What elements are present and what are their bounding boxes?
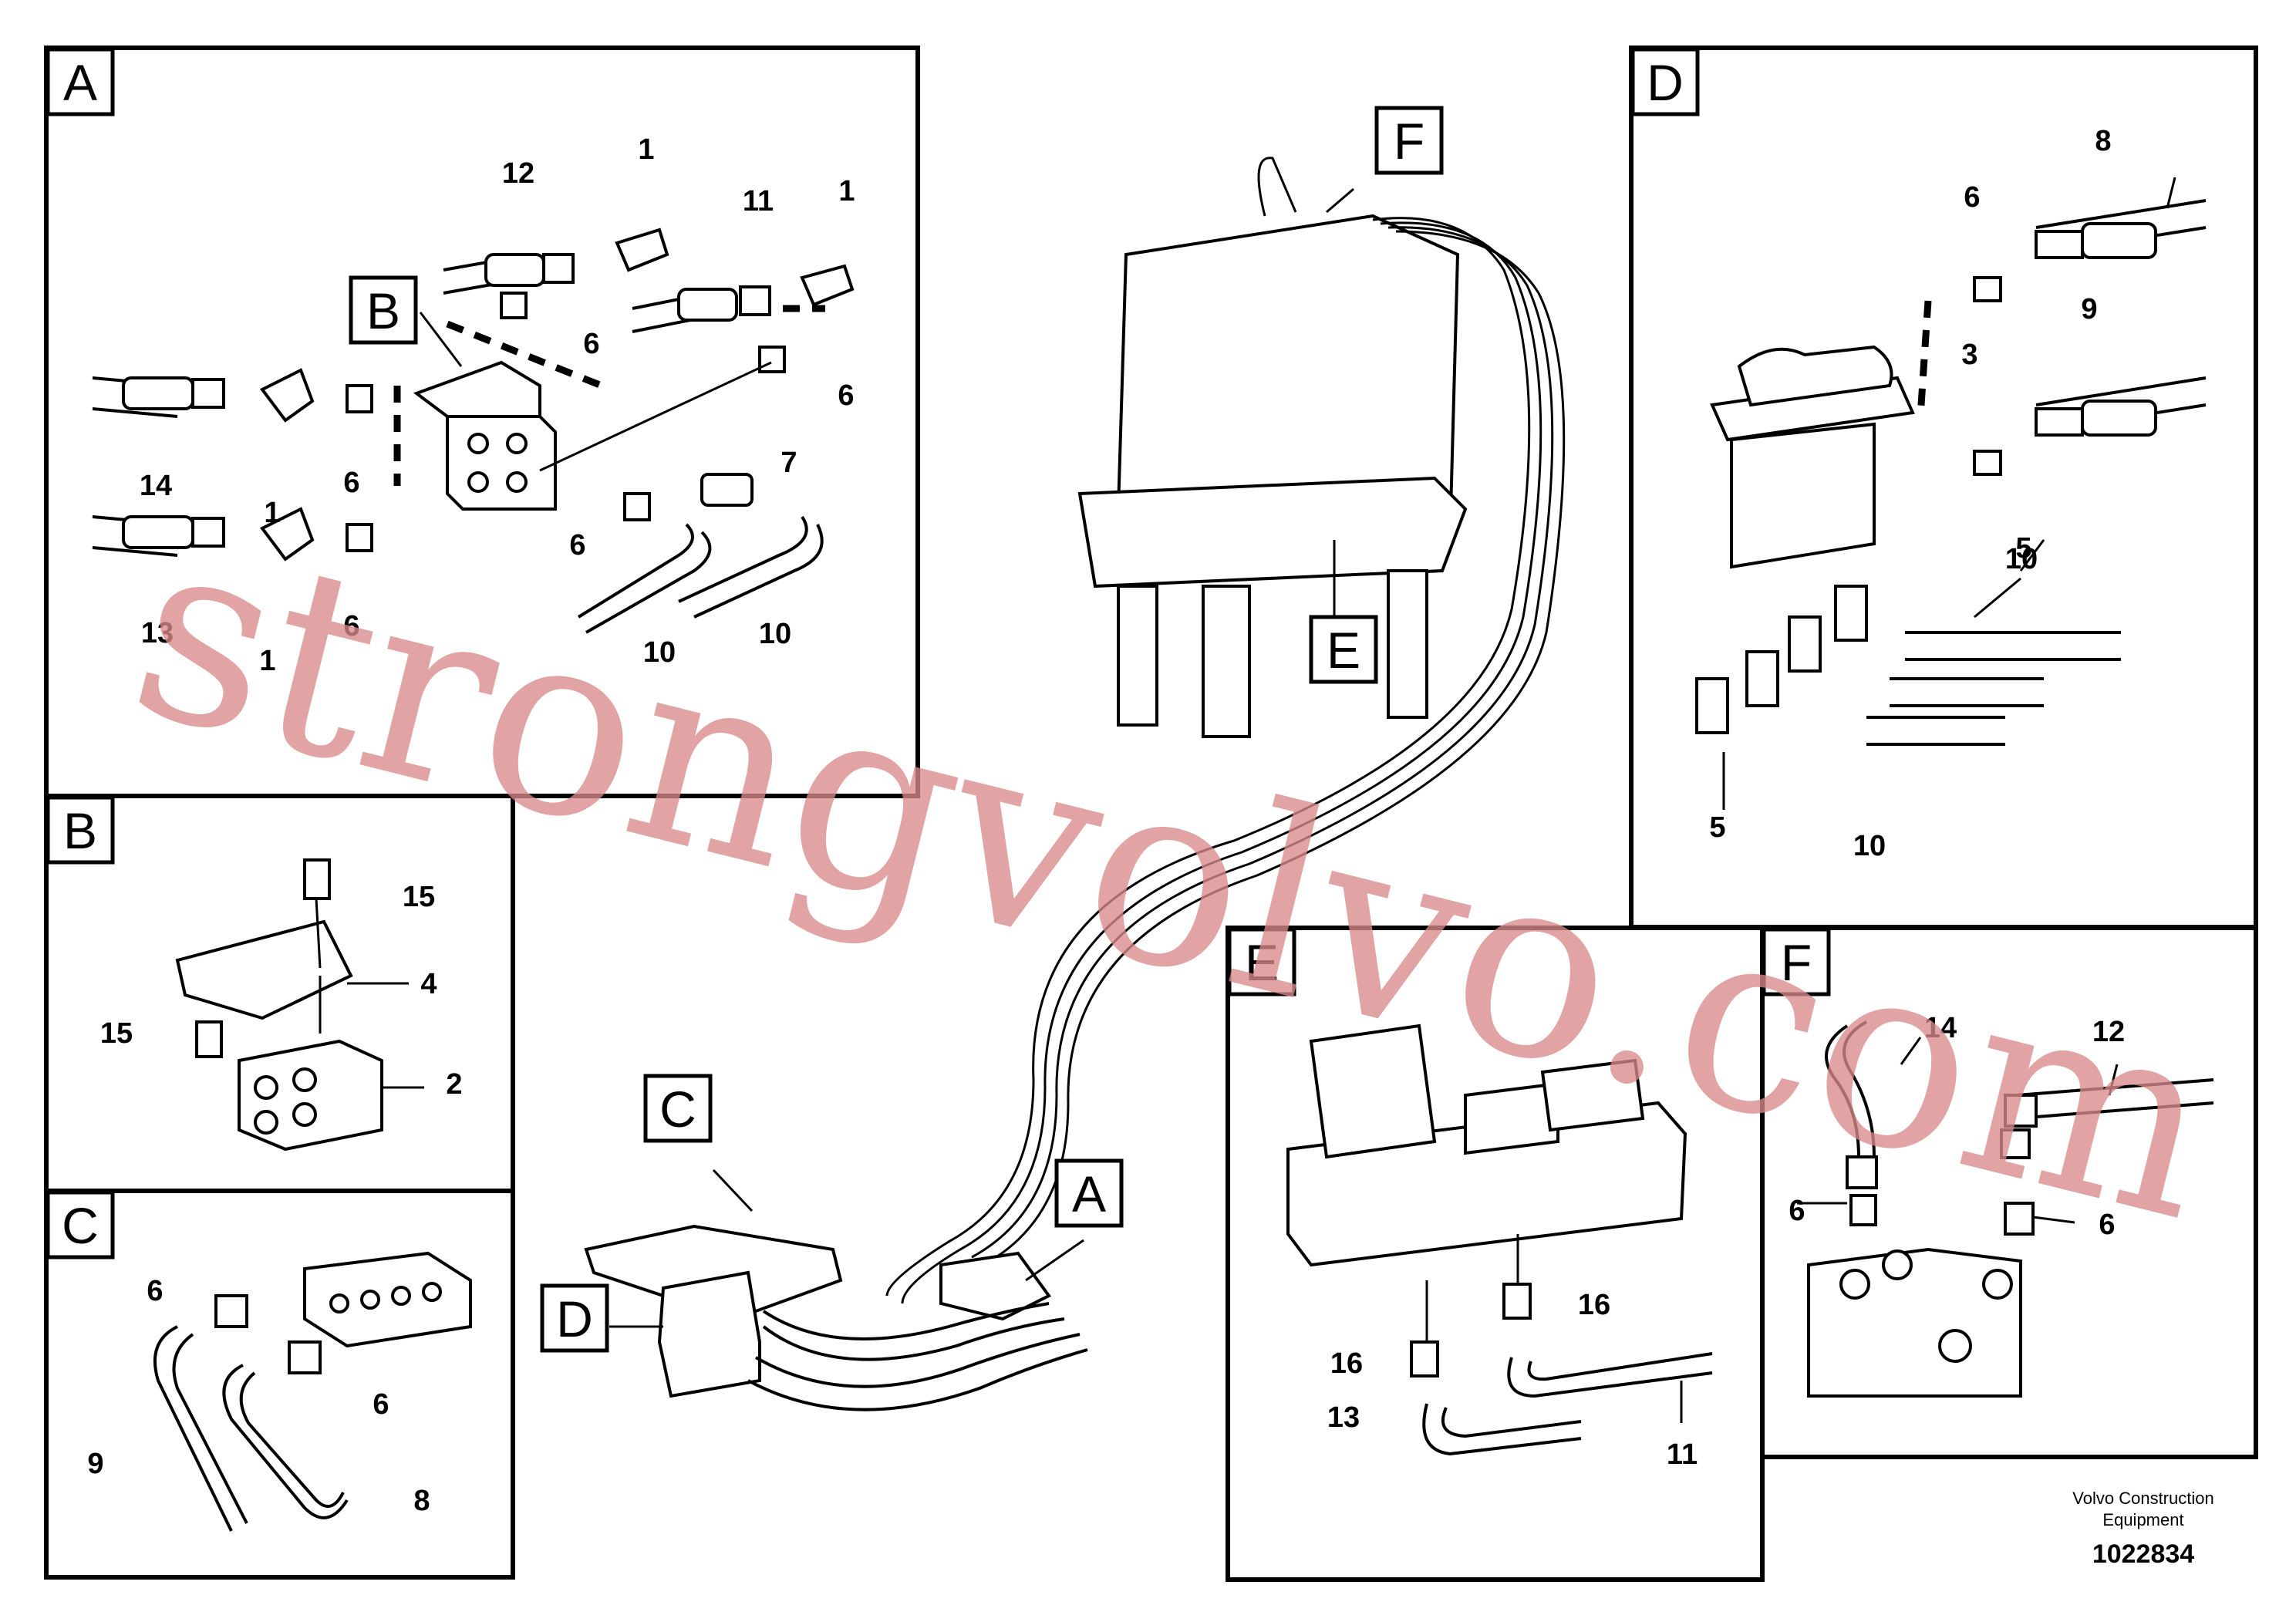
- callout-d-8: 8: [2095, 125, 2111, 157]
- callout-c-8: 8: [413, 1485, 430, 1517]
- callout-a-6-c: 6: [343, 467, 359, 499]
- callout-e-13: 13: [1327, 1401, 1360, 1434]
- callout-c-6-right: 6: [373, 1388, 389, 1421]
- central-label-a: A: [1054, 1158, 1124, 1228]
- svg-text:C: C: [659, 1081, 696, 1138]
- panel-b: B: [44, 794, 515, 1193]
- svg-text:F: F: [1394, 113, 1424, 170]
- panel-a-detail-b-label: B: [349, 275, 418, 345]
- svg-text:A: A: [1072, 1165, 1106, 1222]
- callout-c-6-top: 6: [147, 1275, 163, 1307]
- panel-d: D: [1629, 46, 2258, 929]
- callout-f-12: 12: [2092, 1016, 2125, 1048]
- callout-d-10-bottom: 10: [1853, 830, 1886, 862]
- callout-c-9: 9: [87, 1448, 103, 1480]
- central-label-f: F: [1374, 106, 1444, 175]
- callout-e-16-left: 16: [1330, 1347, 1363, 1380]
- callout-a-6-a: 6: [583, 328, 599, 360]
- callout-f-6-left: 6: [1789, 1195, 1805, 1227]
- callout-b-2: 2: [446, 1068, 462, 1101]
- callout-f-14: 14: [1924, 1012, 1957, 1044]
- callout-a-1-top: 1: [638, 133, 654, 166]
- callout-d-6: 6: [1964, 181, 1980, 214]
- panel-a: A: [44, 46, 920, 798]
- callout-a-1-mid: 1: [264, 497, 280, 529]
- callout-d-3: 3: [1961, 339, 1977, 371]
- panel-f-label: F: [1781, 934, 1812, 991]
- panel-a-label: A: [63, 54, 97, 111]
- panel-c-label: C: [62, 1197, 99, 1254]
- panel-e: E: [1226, 926, 1765, 1582]
- central-label-e: E: [1309, 615, 1378, 684]
- panel-d-label: D: [1647, 54, 1684, 111]
- callout-a-1-right: 1: [838, 175, 855, 207]
- central-label-d: D: [540, 1283, 609, 1353]
- panel-b-label: B: [63, 802, 97, 859]
- callout-a-6-e: 6: [343, 610, 359, 642]
- callout-e-11: 11: [1667, 1438, 1698, 1471]
- callout-b-15-left: 15: [100, 1017, 133, 1050]
- callout-a-14: 14: [140, 470, 172, 502]
- callout-a-11: 11: [743, 185, 774, 218]
- drawing-number: 1022834: [2092, 1539, 2194, 1569]
- central-assembly: [584, 157, 1566, 1411]
- callout-d-10-top: 10: [2005, 543, 2038, 575]
- svg-text:B: B: [366, 282, 400, 339]
- footer-brand-line2: Equipment: [2102, 1510, 2183, 1529]
- callout-a-6-d: 6: [569, 529, 585, 561]
- callout-e-16-right: 16: [1578, 1289, 1610, 1321]
- panel-c: C: [44, 1189, 515, 1580]
- callout-a-6-b: 6: [838, 379, 854, 412]
- callout-b-4: 4: [420, 968, 437, 1000]
- svg-text:E: E: [1327, 622, 1360, 679]
- callout-a-12: 12: [502, 157, 534, 190]
- callout-b-15-top: 15: [403, 881, 435, 913]
- panel-e-label: E: [1245, 934, 1279, 991]
- callout-d-5-bottom: 5: [1709, 811, 1725, 844]
- svg-text:D: D: [556, 1290, 593, 1347]
- callout-a-13: 13: [141, 617, 174, 649]
- callout-a-1-bottom: 1: [259, 645, 275, 677]
- callout-f-6-right: 6: [2099, 1209, 2115, 1241]
- panel-f: F: [1760, 926, 2258, 1459]
- callout-d-5-top: 5: [2015, 532, 2031, 565]
- callout-a-7: 7: [781, 447, 797, 479]
- callout-d-9: 9: [2081, 293, 2097, 325]
- footer-brand-line1: Volvo Construction: [2072, 1489, 2213, 1508]
- central-label-c: C: [643, 1074, 713, 1143]
- callout-a-10-a: 10: [643, 636, 676, 669]
- callout-a-10-b: 10: [759, 618, 791, 650]
